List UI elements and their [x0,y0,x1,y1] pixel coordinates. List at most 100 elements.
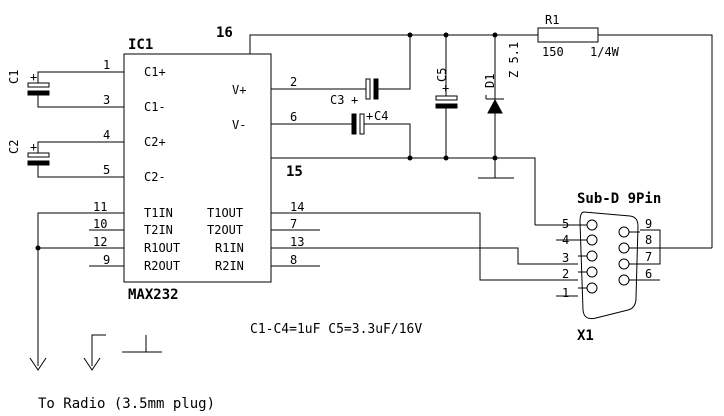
c5-plate-positive [435,95,458,101]
connector-pin-2 [586,266,598,278]
capacitor-c3: C3 + [320,35,411,107]
ic-left-pin-label: C1+ [144,65,166,79]
junction [407,32,413,38]
connector-pin-8 [618,242,630,254]
c1-plate-positive [27,82,50,88]
c3-plus: + [351,93,358,107]
c5-plus: + [442,81,449,95]
connector-pin-5 [586,219,598,231]
connector-pin-label: 9 [645,217,652,231]
connector-pin-4 [586,234,598,246]
ic-max232: IC1 16 15 MAX232 1 3 4 5 11 10 12 9 C1+ … [89,25,320,303]
radio-arrow-sleeve [83,357,101,371]
c3-wire-right [378,35,411,90]
c3-plate-positive [365,78,371,100]
ic-left-pin-num: 5 [103,163,110,177]
c1-wire-top [37,71,89,83]
r1-value: 150 [542,45,564,59]
ic-left-pin-num: 11 [93,200,107,214]
connector-pin-label: 5 [562,217,569,231]
ic-right-pin-num: 2 [290,75,297,89]
capacitor-c5: + C5 [435,35,458,158]
r1-label: R1 [545,13,559,27]
d1-triangle [487,98,503,114]
connector-pin-label: 3 [562,251,569,265]
connector-pin-label: 2 [562,267,569,281]
ic-name: IC1 [128,37,153,53]
capacitor-c2: + C2 [7,140,89,178]
wire-t1in-to-radio [37,212,89,366]
ic-left-pin-num: 1 [103,58,110,72]
connector-title: Sub-D 9Pin [577,191,661,207]
rail-top [249,34,538,54]
c2-label: C2 [7,140,21,154]
connector-pin-9 [618,226,630,238]
c1-label: C1 [7,70,21,84]
ic-left-pin-label: R2OUT [144,259,180,273]
connector-name: X1 [577,328,594,344]
connector-shell [579,211,639,320]
r1-power: 1/4W [590,45,620,59]
ic-left-pin-num: 3 [103,93,110,107]
wire-pin7-pin9 [640,229,661,265]
c2-plate-positive [27,152,50,158]
c1-plus: + [30,70,37,84]
c2-plate-negative [27,160,50,166]
d1-label: D1 [483,74,497,88]
r1-wire-right [598,34,713,248]
ic-left-pin-label: R1OUT [144,241,180,255]
ic-right-pin-label: T2OUT [207,223,243,237]
connector-pin-label: 6 [645,267,652,281]
c4-wire-right [364,123,411,158]
radio-ground-line [91,334,106,366]
c1-wire-bottom [37,95,89,108]
ic-right-pin-num: 13 [290,235,304,249]
ic-right-pin-num: 7 [290,217,297,231]
ic-left-pin-label: C1- [144,100,166,114]
connector-pin-7 [618,258,630,270]
c5-plate-negative [435,103,458,109]
connector-pin-label: 4 [562,233,569,247]
c3-plate-negative [373,78,379,100]
d1-value: Z 5.1 [507,42,521,78]
radio-plug: To Radio (3.5mm plug) [29,212,215,412]
ic-right-pin-num: 14 [290,200,304,214]
ic-right-pin-label: V- [232,118,246,132]
c5-label: C5 [435,68,449,82]
wire-r1in-to-pin3 [320,247,578,265]
power-rails [249,32,578,226]
ic-left-pin-num: 4 [103,128,110,142]
rail-ground [271,157,536,225]
ic-left-pin-label: T1IN [144,206,173,220]
connector-pin-6 [618,274,630,286]
ic-left-pin-num: 10 [93,217,107,231]
ic-right-pin-label: T1OUT [207,206,243,220]
c4-plate-positive [359,113,365,135]
db9-connector: Sub-D 9Pin 5 4 3 2 1 9 8 7 6 X1 [562,191,661,344]
ic-left-pin-label: C2- [144,170,166,184]
ic-right-pin-label: V+ [232,83,246,97]
ic-right-pin-num: 8 [290,253,297,267]
ic-right-pin-num: 6 [290,110,297,124]
c1-plate-negative [27,90,50,96]
ic-left-pin-label: C2+ [144,135,166,149]
c2-plus: + [30,140,37,154]
ic-pin16-label: 16 [216,25,233,41]
connector-pin-3 [586,250,598,262]
ic-left-pin-num: 9 [103,253,110,267]
c2-wire-bottom [37,165,89,178]
connector-pin-label: 8 [645,233,652,247]
connector-pin-label: 1 [562,286,569,300]
resistor-r1: R1 150 1/4W [537,13,713,248]
zener-diode-d1: D1 Z 5.1 [478,35,521,179]
c4-plate-negative [351,113,357,135]
ic-left-pin-num: 12 [93,235,107,249]
r1-body [537,27,599,43]
radio-ground-symbol [128,335,147,353]
ic-body [123,53,272,283]
ic-left-pin-label: T2IN [144,223,173,237]
c2-wire-top [37,141,89,153]
radio-arrow-tip [29,357,47,371]
connector-pin-label: 7 [645,250,652,264]
capacitor-c4: + C4 [320,109,411,158]
